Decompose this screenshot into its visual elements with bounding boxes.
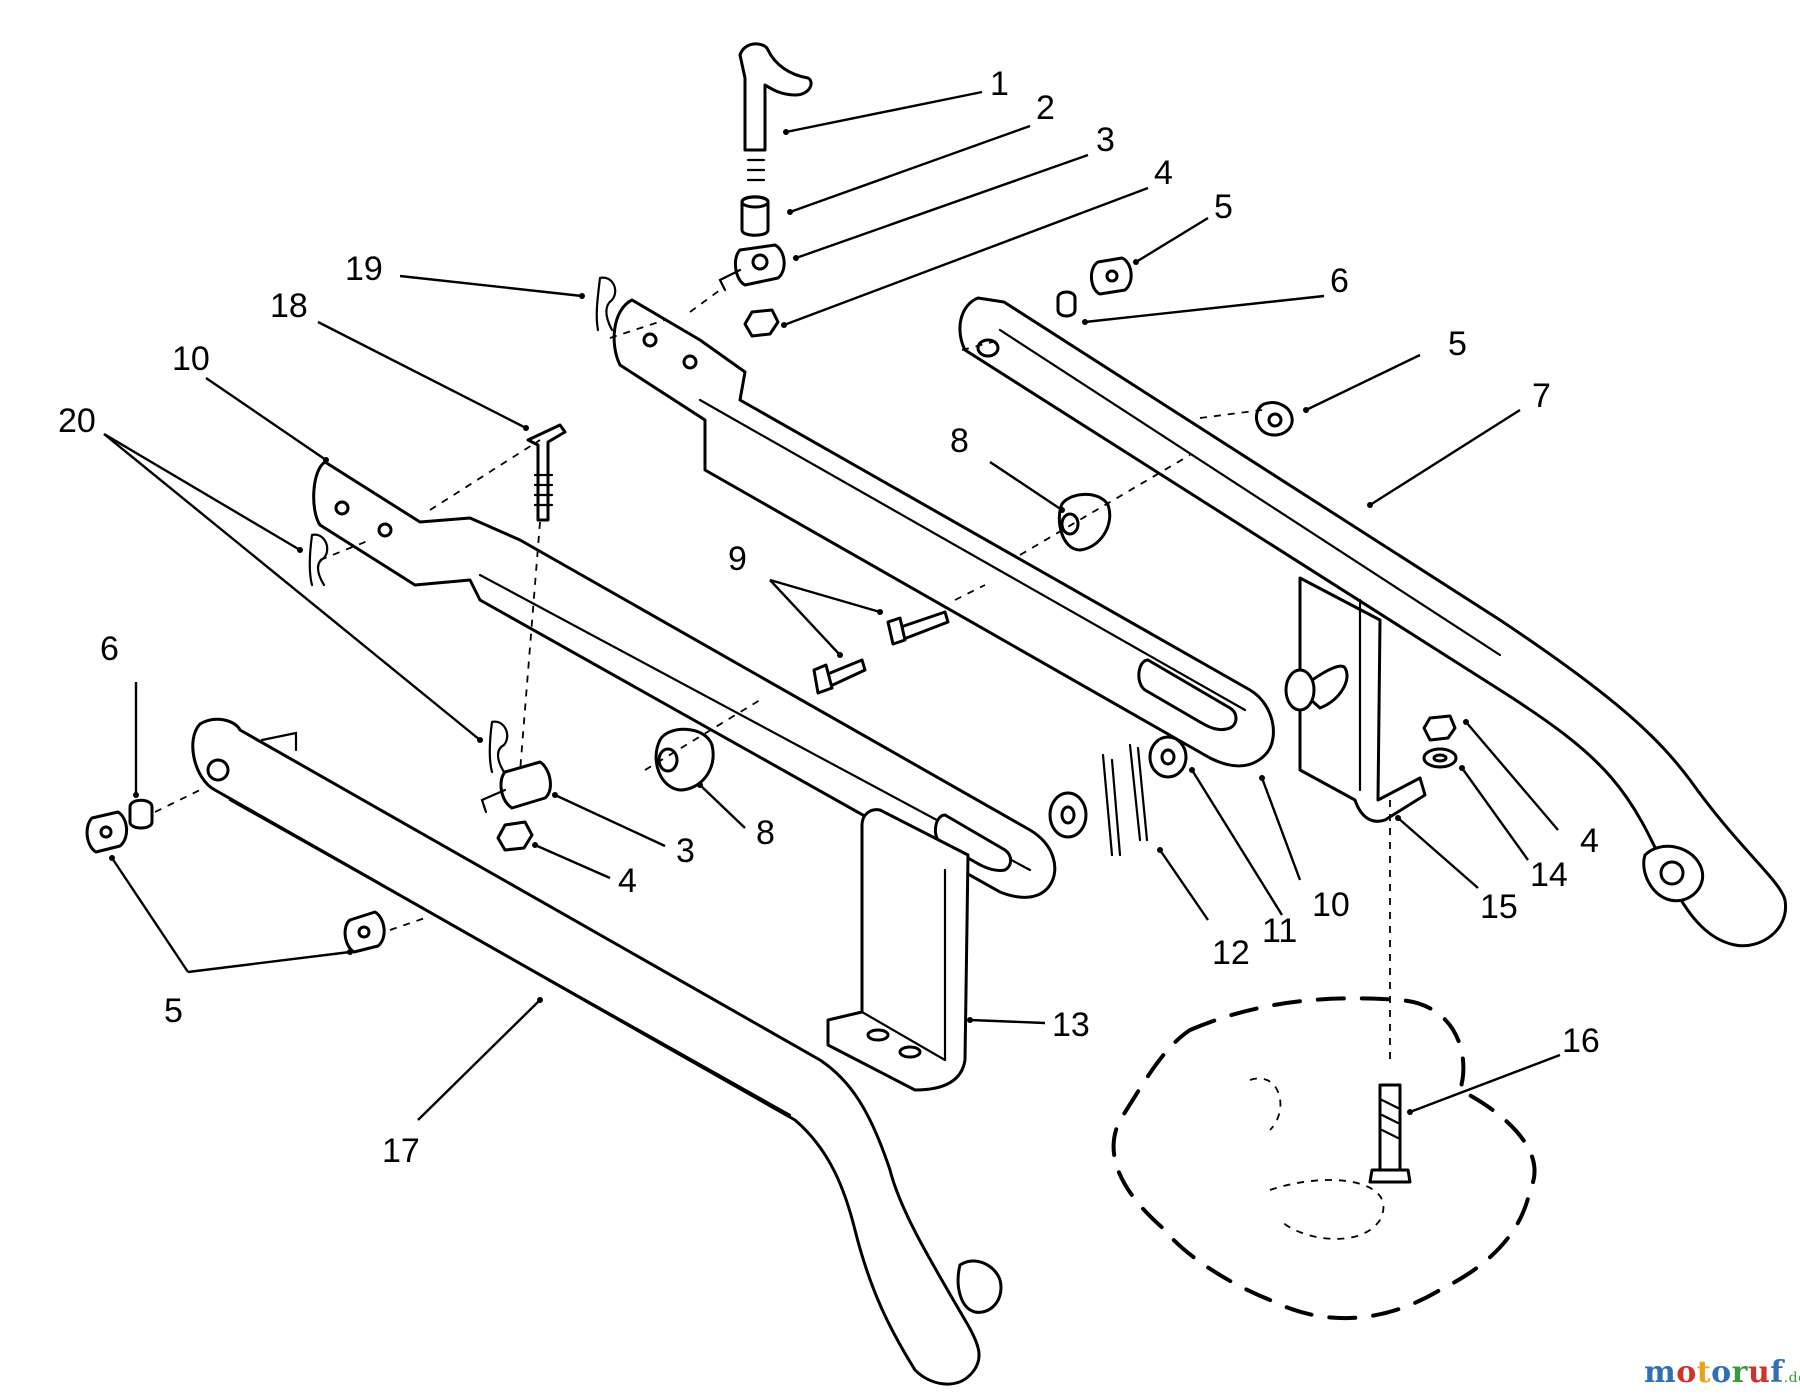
callout-15: 15 bbox=[1480, 888, 1518, 926]
part-12-cotter-pins bbox=[1101, 743, 1149, 857]
part-9-bolts bbox=[812, 610, 950, 695]
part-5-nut-left-lower bbox=[343, 910, 386, 954]
callout-3: 3 bbox=[676, 832, 695, 870]
part-1-handle-pin bbox=[738, 42, 813, 182]
callout-20: 20 bbox=[58, 402, 96, 440]
callout-4: 4 bbox=[1154, 154, 1173, 192]
part-18-l-pin bbox=[526, 423, 567, 522]
callout-14: 14 bbox=[1530, 856, 1568, 894]
part-2-spacer bbox=[740, 195, 770, 237]
callout-numbers: 1 2 3 4 5 6 19 18 10 20 5 7 8 9 6 3 8 4 … bbox=[58, 65, 1600, 1170]
part-6-bushing-top-right bbox=[1056, 290, 1077, 318]
alignment-lines bbox=[154, 289, 1263, 931]
part-8-bushing-upper bbox=[1057, 492, 1112, 552]
callout-4: 4 bbox=[1580, 822, 1599, 860]
callout-11: 11 bbox=[1262, 912, 1297, 950]
callout-5: 5 bbox=[164, 992, 183, 1030]
part-20-hair-pin-upper bbox=[308, 533, 329, 587]
callout-leaders bbox=[103, 90, 1561, 1121]
callout-8: 8 bbox=[950, 422, 969, 460]
callout-13: 13 bbox=[1052, 1006, 1090, 1044]
callout-5: 5 bbox=[1448, 325, 1467, 363]
part-10-upper-link-bar bbox=[612, 298, 1275, 768]
part-5-nut-mid-right bbox=[1255, 401, 1294, 437]
watermark-suffix: .de bbox=[1783, 1370, 1800, 1386]
part-washer-lower-bar bbox=[1048, 791, 1088, 839]
part-4-nut-lower bbox=[496, 820, 534, 852]
callout-12: 12 bbox=[1212, 934, 1250, 972]
callout-4: 4 bbox=[618, 862, 637, 900]
callout-19: 19 bbox=[345, 250, 383, 288]
callout-7: 7 bbox=[1532, 377, 1551, 415]
mower-deck-outline bbox=[1111, 996, 1537, 1321]
callout-16: 16 bbox=[1562, 1022, 1600, 1060]
part-20-hair-pin-lower bbox=[488, 720, 509, 774]
callout-5: 5 bbox=[1214, 188, 1233, 226]
callout-6: 6 bbox=[100, 630, 119, 668]
watermark-text: motoruf bbox=[1644, 1355, 1784, 1390]
part-7-right-lift-arm bbox=[958, 296, 1787, 948]
part-5-nut-left bbox=[85, 810, 128, 854]
callout-6: 6 bbox=[1330, 262, 1349, 300]
part-3-lower-swivel bbox=[480, 760, 552, 814]
part-15-right-bracket bbox=[1284, 576, 1427, 823]
part-11-washer bbox=[1148, 735, 1188, 779]
part-19-hair-pin bbox=[595, 276, 617, 332]
part-14-washer bbox=[1422, 747, 1458, 769]
part-8-bushing-lower bbox=[654, 727, 715, 792]
part-3-upper-swivel bbox=[718, 243, 786, 292]
callout-9: 9 bbox=[728, 540, 747, 578]
callout-8: 8 bbox=[756, 814, 775, 852]
part-4-nut-upper bbox=[743, 308, 780, 338]
callout-17: 17 bbox=[382, 1132, 420, 1170]
callout-2: 2 bbox=[1036, 89, 1055, 127]
part-17-left-lift-arm bbox=[191, 717, 1003, 1386]
part-13-left-bracket bbox=[826, 808, 970, 1092]
callout-10: 10 bbox=[1312, 886, 1350, 924]
watermark-logo: motoruf.de bbox=[1644, 1355, 1800, 1390]
part-16-bolt bbox=[1368, 1083, 1412, 1184]
part-5-nut-top-right bbox=[1090, 256, 1133, 296]
callout-1: 1 bbox=[990, 65, 1009, 103]
callout-10: 10 bbox=[172, 340, 210, 378]
callout-3: 3 bbox=[1096, 121, 1115, 159]
part-10-lower-link-bar bbox=[312, 460, 1057, 899]
part-4-nut-right bbox=[1422, 714, 1457, 742]
callout-18: 18 bbox=[270, 287, 308, 325]
part-6-bushing-left bbox=[128, 798, 154, 830]
